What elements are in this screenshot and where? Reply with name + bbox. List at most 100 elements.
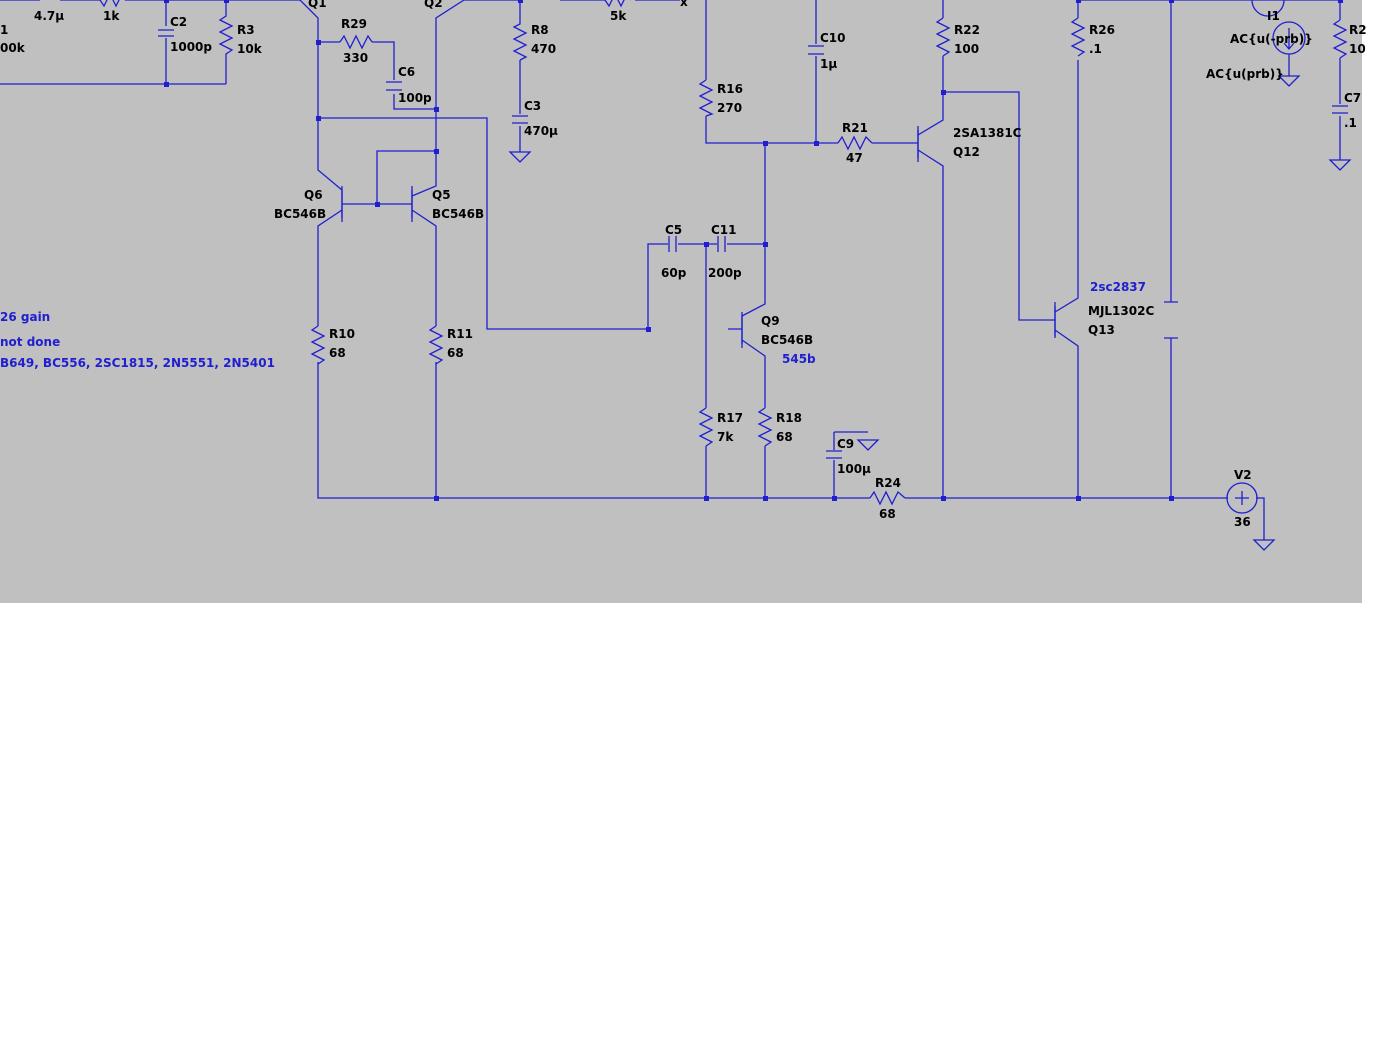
label-c1-value: 4.7μ (34, 9, 64, 23)
label-c11-value: 200p (708, 266, 742, 280)
label-c2-value: 1000p (170, 40, 212, 54)
label-c10-name: C10 (820, 31, 846, 45)
label-r8-name: R8 (531, 23, 549, 37)
label-q13-name: Q13 (1088, 323, 1115, 337)
label-q5-name: Q5 (432, 188, 451, 202)
label-q13-model: MJL1302C (1088, 304, 1154, 318)
label-r29-name: R29 (341, 17, 367, 31)
current-source-i1 (1272, 21, 1306, 55)
label-v2-name: V2 (1234, 468, 1252, 482)
label-r11-value: 68 (447, 346, 464, 360)
label-q9-note: 545b (782, 352, 816, 366)
resistor-r22 (935, 17, 951, 57)
labels: 4.7μ 1k 1 00k C2 1000p R3 10k Q1 Q2 R29 … (0, 0, 1367, 529)
label-q13-note: 2sc2837 (1090, 280, 1146, 294)
label-r5k-value: 5k (610, 9, 627, 23)
capacitor-c2 (158, 29, 174, 37)
capacitor-c10 (808, 45, 824, 55)
label-r22-name: R22 (954, 23, 980, 37)
label-r18-name: R18 (776, 411, 802, 425)
resistor-r10 (310, 325, 326, 365)
resistor-r24 (869, 490, 906, 506)
label-r16-name: R16 (717, 82, 743, 96)
capacitor-c7 (1332, 105, 1348, 114)
resistor-r26 (1070, 17, 1086, 57)
capacitors (158, 29, 1348, 459)
resistor-r1k (99, 0, 125, 8)
resistor-r3 (218, 10, 234, 62)
capacitor-c11 (717, 236, 726, 252)
label-r27-value: 10 (1349, 42, 1366, 56)
label-q2-name: Q2 (424, 0, 443, 10)
ground-c3 (508, 151, 532, 163)
label-c5-name: C5 (665, 223, 682, 237)
label-q1-name: Q1 (308, 0, 327, 10)
label-r21-name: R21 (842, 121, 868, 135)
label-r1-value: 1k (103, 9, 120, 23)
capacitor-c3 (512, 115, 528, 124)
resistor-r5k (604, 0, 631, 8)
voltage-source-v2 (1226, 482, 1258, 514)
note-not-done: not done (0, 335, 60, 349)
junctions (164, 0, 1343, 501)
label-r24-value: 68 (879, 507, 896, 521)
schematic-drawing: 4.7μ 1k 1 00k C2 1000p R3 10k Q1 Q2 R29 … (0, 0, 1367, 551)
label-r21-value: 47 (846, 151, 863, 165)
label-i1-expr2: AC{u(prb)} (1206, 67, 1284, 81)
label-c3-name: C3 (524, 99, 541, 113)
label-c10-value: 1μ (820, 57, 837, 71)
label-q12-model: 2SA1381C (953, 126, 1022, 140)
resistor-r16 (698, 79, 714, 117)
note-parts: B649, BC556, 2SC1815, 2N5551, 2N5401 (0, 356, 275, 370)
ground-v2 (1252, 539, 1276, 551)
resistors (99, 0, 1348, 506)
label-r8-value: 470 (531, 42, 556, 56)
label-q9-model: BC546B (761, 333, 813, 347)
resistor-r27 (1332, 19, 1348, 59)
label-c7-name: C7 (1344, 91, 1361, 105)
label-c6-value: 100p (398, 91, 432, 105)
label-r18-value: 68 (776, 430, 793, 444)
label-c11-name: C11 (711, 223, 737, 237)
label-c9-name: C9 (837, 437, 854, 451)
transistors (341, 126, 1056, 348)
label-r26-name: R26 (1089, 23, 1115, 37)
label-r17-name: R17 (717, 411, 743, 425)
label-c7-value: .1 (1344, 116, 1357, 130)
label-q12-name: Q12 (953, 145, 980, 159)
label-i1-name: I1 (1267, 9, 1280, 23)
sources (1226, 0, 1306, 514)
resistor-r17 (698, 407, 714, 447)
label-c2-name: C2 (170, 15, 187, 29)
label-r17-value: 7k (717, 430, 734, 444)
resistor-r18 (757, 407, 773, 447)
resistor-r21 (837, 135, 873, 151)
grounds (508, 75, 1352, 551)
ground-i1 (1277, 75, 1301, 87)
capacitor-rail-gap (1164, 301, 1178, 339)
label-r3-name: R3 (237, 23, 255, 37)
ground-c9 (856, 439, 880, 451)
label-q5-model: BC546B (432, 207, 484, 221)
label-q9-name: Q9 (761, 314, 780, 328)
label-x: x (680, 0, 688, 9)
capacitor-c5 (668, 236, 677, 252)
capacitor-c6 (386, 81, 402, 91)
resistor-r29 (339, 34, 373, 50)
label-r22-value: 100 (954, 42, 979, 56)
label-r29-value: 330 (343, 51, 368, 65)
label-r10-name: R10 (329, 327, 355, 341)
label-rin-name: 1 (0, 23, 8, 37)
label-rin-value: 00k (0, 41, 26, 55)
label-v2-value: 36 (1234, 515, 1251, 529)
label-r10-value: 68 (329, 346, 346, 360)
label-r26-value: .1 (1089, 42, 1102, 56)
ground-c7 (1328, 159, 1352, 171)
label-c6-name: C6 (398, 65, 415, 79)
label-r24-name: R24 (875, 476, 901, 490)
schematic-canvas[interactable]: 4.7μ 1k 1 00k C2 1000p R3 10k Q1 Q2 R29 … (0, 0, 1367, 603)
label-c5-value: 60p (661, 266, 687, 280)
resistor-r8 (512, 20, 528, 61)
label-r16-value: 270 (717, 101, 742, 115)
label-c3-value: 470μ (524, 124, 558, 138)
